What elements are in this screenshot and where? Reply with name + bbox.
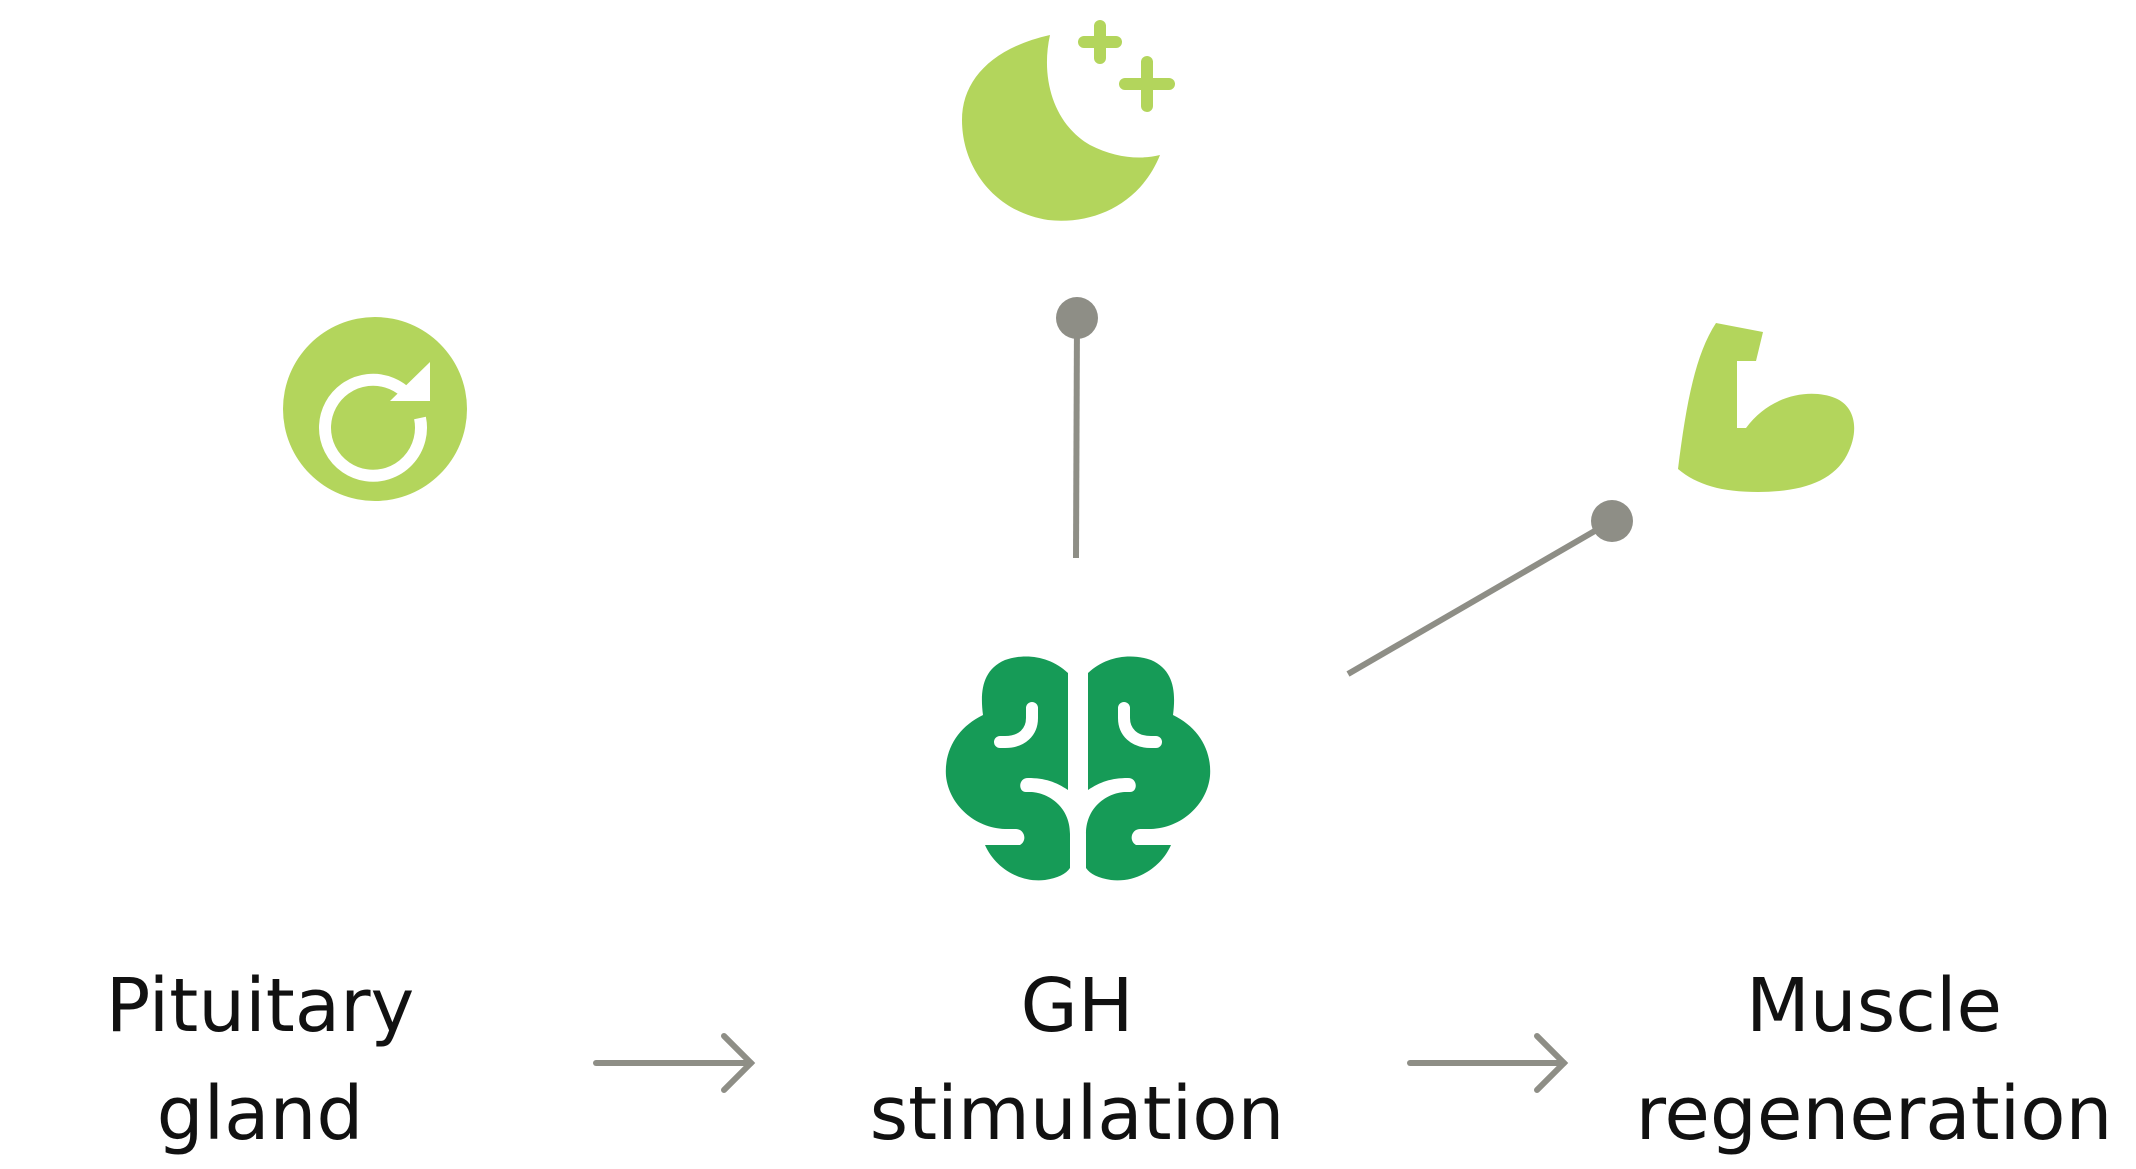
step-label-line1: Muscle (1745, 963, 2003, 1049)
moon-stars-icon (962, 20, 1175, 221)
step-label-muscle-regeneration: Muscle regeneration (1614, 952, 2134, 1168)
arrow-gh-to-muscle (1407, 1033, 1569, 1093)
brain-icon (945, 656, 1211, 881)
arrow-pituitary-to-gh (593, 1033, 756, 1093)
step-label-line2: regeneration (1635, 1071, 2113, 1157)
connector-sleep-brain (1056, 297, 1098, 559)
step-label-line1: Pituitary (105, 963, 415, 1049)
flexed-arm-icon (1678, 323, 1855, 492)
step-label-line2: gland (156, 1071, 364, 1157)
refresh-cycle-icon (283, 317, 467, 501)
step-label-gh-stimulation: GH stimulation (817, 952, 1337, 1168)
step-label-line2: stimulation (869, 1071, 1285, 1157)
step-label-line1: GH (1020, 963, 1134, 1049)
connector-brain-muscle (1346, 500, 1633, 677)
step-label-pituitary-gland: Pituitary gland (0, 952, 520, 1168)
